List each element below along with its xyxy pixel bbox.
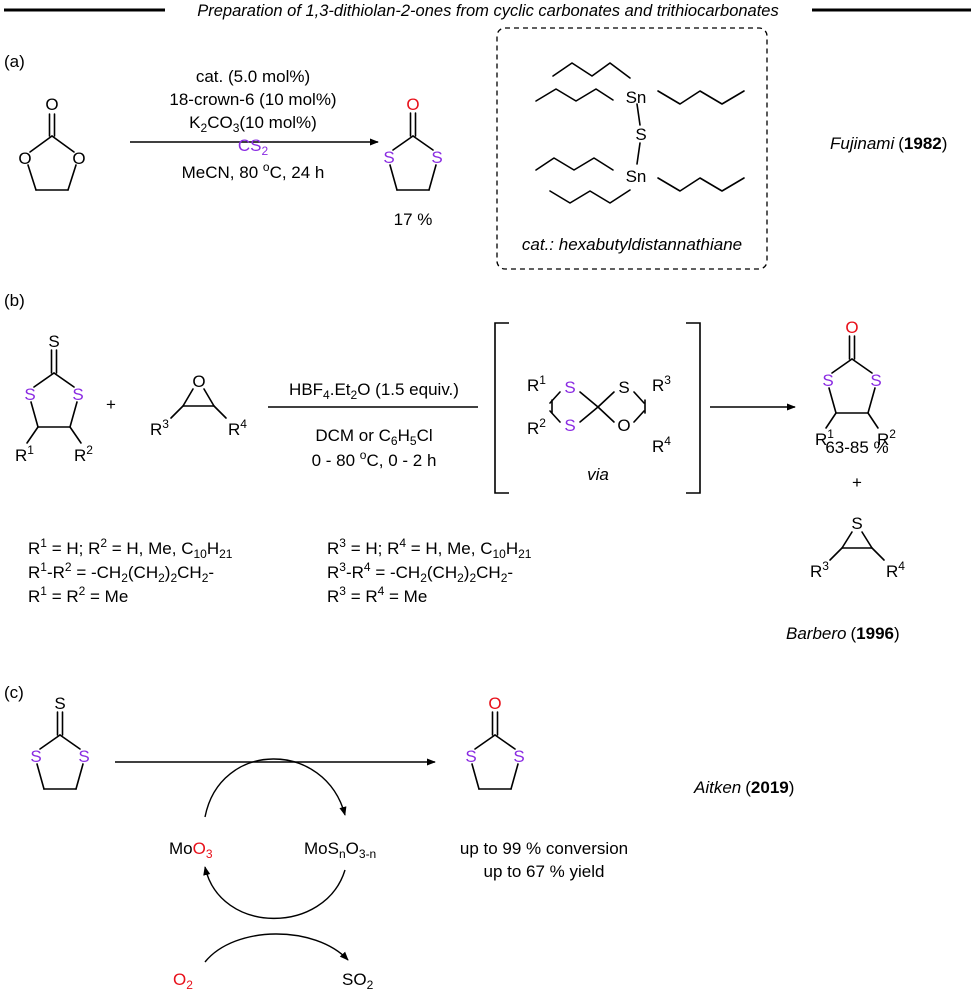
thione-sulfur-atom: S (48, 332, 59, 351)
thiirane-r3: R3 (810, 559, 829, 581)
solvent-text: DCM or C6H5Cl (315, 426, 432, 448)
intermediate-sulfur-upper-right: S (618, 378, 629, 397)
temperature-text: 0 - 80 oC, 0 - 2 h (312, 448, 437, 470)
cycle-arrow-lower (203, 866, 346, 920)
thiirane-r4: R4 (886, 559, 905, 581)
catalyst-loading-text: cat. (5.0 mol%) (196, 67, 310, 86)
thione-sulfur-atom: S (54, 694, 65, 713)
substituted-dithiolanone-product: O S S R1 R2 (815, 318, 896, 449)
definition-line: R3 = H; R4 = H, Me, C10H21 (327, 536, 532, 561)
catalyst-caption: cat.: hexabutyldistannathiane (522, 235, 742, 254)
base-text: K2CO3(10 mol%) (189, 113, 317, 135)
molybdenum-trioxide-label: MoO3 (169, 839, 213, 861)
plus-sign-b: + (106, 395, 116, 414)
intermediate-oxygen: O (617, 416, 630, 435)
sulfur-atom-left: S (465, 747, 476, 766)
substituent-definitions-left: R1 = H; R2 = H, Me, C10H21 R1-R2 = -CH2(… (28, 536, 233, 606)
sulfur-atom-right: S (513, 747, 524, 766)
substituent-r1: R1 (15, 443, 34, 465)
dithiolanone-product-c: O S S (465, 694, 525, 790)
sulfur-atom-left: S (383, 148, 394, 167)
definition-line: R1-R2 = -CH2(CH2)2CH2- (28, 560, 214, 585)
tin-atom-upper: Sn (626, 88, 647, 107)
epoxide-structure: O R3 R4 (150, 372, 247, 439)
yield-a: 17 % (394, 210, 433, 229)
intermediate-r1: R1 (527, 373, 546, 395)
bracket-left (494, 322, 509, 494)
carbon-disulfide-text: CS2 (238, 136, 269, 158)
intermediate-r3: R3 (652, 373, 671, 395)
reagent-text: HBF4.Et2O (1.5 equiv.) (289, 380, 459, 402)
carbonyl-oxygen-atom: O (488, 694, 501, 713)
reference-aitken: Aitken(2019) (693, 778, 794, 797)
panel-a-label: (a) (4, 52, 25, 71)
product-r1: R1 (815, 427, 834, 449)
dithiolanone-product-a: O S S (383, 95, 443, 191)
yield-c: up to 67 % yield (484, 862, 605, 881)
ring-oxygen-atom-right: O (72, 149, 85, 168)
sulfur-atom-right: S (78, 747, 89, 766)
thiirane-structure: S R3 R4 (810, 514, 905, 581)
sulfur-atom-right: S (870, 371, 881, 390)
cycle-arrow-upper (204, 758, 347, 818)
substituent-definitions-right: R3 = H; R4 = H, Me, C10H21 R3-R4 = -CH2(… (327, 536, 532, 606)
panel-c-label: (c) (4, 683, 24, 702)
oxygen-sulfur-dioxide-arrow (204, 933, 349, 963)
carbonyl-oxygen-atom: O (845, 318, 858, 337)
substituent-r3: R3 (150, 417, 169, 439)
sulfur-atom-right: S (72, 385, 83, 404)
conversion-text: up to 99 % conversion (460, 839, 628, 858)
oxygen-molecule-label: O2 (173, 970, 193, 992)
carbonyl-oxygen-atom: O (406, 95, 419, 114)
intermediate-r4: R4 (652, 434, 671, 456)
product-r2: R2 (877, 427, 896, 449)
ring-oxygen-atom-left: O (18, 149, 31, 168)
definition-line: R3 = R4 = Me (327, 584, 427, 606)
hexabutyldistannathiane-structure: Sn S Sn (535, 62, 745, 204)
bracket-right (686, 322, 701, 494)
reference-fujinami: Fujinami(1982) (830, 134, 947, 153)
reference-barbero: Barbero(1996) (786, 624, 900, 643)
conditions-text-a: MeCN, 80 oC, 24 h (182, 160, 325, 182)
substituent-r4: R4 (228, 417, 247, 439)
figure-title: Preparation of 1,3-dithiolan-2-ones from… (197, 2, 778, 20)
panel-b-label: (b) (4, 291, 25, 310)
sulfur-atom-right: S (431, 148, 442, 167)
via-label: via (587, 465, 609, 484)
sulfur-atom-left: S (24, 385, 35, 404)
intermediate-r2: R2 (527, 416, 546, 438)
tin-atom-lower: Sn (626, 167, 647, 186)
trithiocarbonate-structure: S S S R1 R2 (15, 332, 93, 465)
dithiolanethione-structure: S S S (30, 694, 90, 790)
catalyst-box (496, 27, 768, 270)
definition-line: R1 = H; R2 = H, Me, C10H21 (28, 536, 233, 561)
sulfur-atom-left: S (30, 747, 41, 766)
sulfur-dioxide-label: SO2 (342, 970, 374, 992)
epoxide-oxygen-atom: O (192, 372, 205, 391)
crown-ether-text: 18-crown-6 (10 mol%) (169, 90, 336, 109)
spiro-intermediate-structure: S S S O R1 R2 R3 R4 (527, 373, 671, 456)
ethylene-carbonate-structure: O O O (18, 95, 86, 191)
thiirane-sulfur-atom: S (851, 514, 862, 533)
molybdenum-oxysulfide-label: MoSnO3-n (304, 839, 376, 861)
substituent-r2: R2 (74, 443, 93, 465)
carbonyl-oxygen-atom: O (45, 95, 58, 114)
definition-line: R3-R4 = -CH2(CH2)2CH2- (327, 560, 513, 585)
sulfur-atom-left: S (822, 371, 833, 390)
plus-sign-b2: + (852, 473, 862, 492)
intermediate-sulfur-upper-left: S (564, 378, 575, 397)
yield-b-display: 63-85 % (825, 438, 888, 457)
intermediate-sulfur-lower-left: S (564, 416, 575, 435)
bridging-sulfur-atom: S (635, 125, 646, 144)
definition-line: R1 = R2 = Me (28, 584, 128, 606)
